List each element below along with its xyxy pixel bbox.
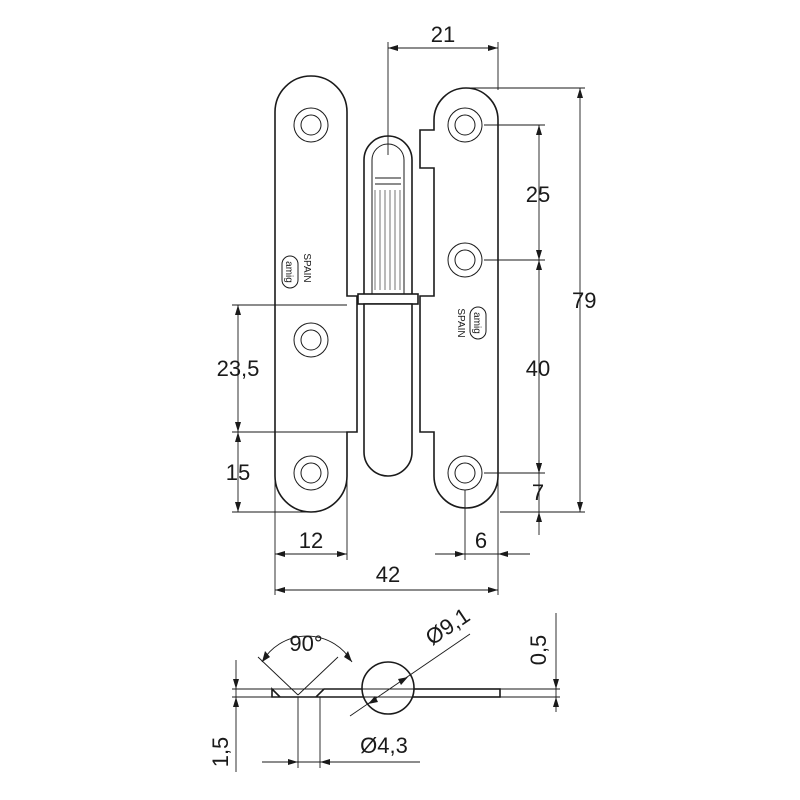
- dimension-left-stack: 23,5 15: [217, 304, 347, 513]
- dimension-thickness: 1,5: [208, 660, 239, 772]
- dimension-label-diameter-9-1: Ø9,1: [421, 603, 475, 650]
- brand-logo-left: amig: [283, 261, 294, 283]
- dimension-label-0-5: 0,5: [526, 635, 551, 666]
- dimension-bottom: 12 6 42: [274, 432, 530, 595]
- right-leaf-holes: [447, 107, 483, 491]
- dimension-label-12: 12: [299, 528, 323, 553]
- dimension-label-90-degrees: 90°: [289, 631, 322, 656]
- dimension-angle: 90°: [257, 631, 353, 696]
- dimension-right-stack: 25 40 7 79: [470, 87, 596, 535]
- dimension-label-42: 42: [376, 562, 400, 587]
- dimension-label-7: 7: [532, 480, 544, 505]
- dimension-label-6: 6: [475, 528, 487, 553]
- dimension-label-25: 25: [526, 182, 550, 207]
- right-leaf-marking: amig SPAIN: [455, 306, 487, 340]
- dimension-label-21: 21: [431, 22, 455, 47]
- dimension-label-15: 15: [226, 460, 250, 485]
- hinge-pin: [357, 135, 419, 477]
- dimension-label-23-5: 23,5: [217, 356, 260, 381]
- dimension-label-79: 79: [572, 288, 596, 313]
- dimension-label-40: 40: [526, 356, 550, 381]
- dimension-label-1-5: 1,5: [208, 737, 233, 768]
- dimension-label-diameter-4-3: Ø4,3: [360, 733, 408, 758]
- dimension-top-width: 21: [387, 22, 499, 155]
- right-leaf-outline: [419, 87, 499, 509]
- origin-mark-right: SPAIN: [455, 308, 466, 337]
- left-leaf-marking: amig SPAIN: [281, 253, 312, 289]
- brand-logo-right: amig: [471, 312, 482, 334]
- left-leaf-holes: [293, 107, 329, 491]
- dimension-thickness-small: 0,5: [526, 613, 559, 712]
- dimension-hole-diameter: Ø4,3: [262, 733, 420, 765]
- origin-mark-left: SPAIN: [301, 253, 312, 282]
